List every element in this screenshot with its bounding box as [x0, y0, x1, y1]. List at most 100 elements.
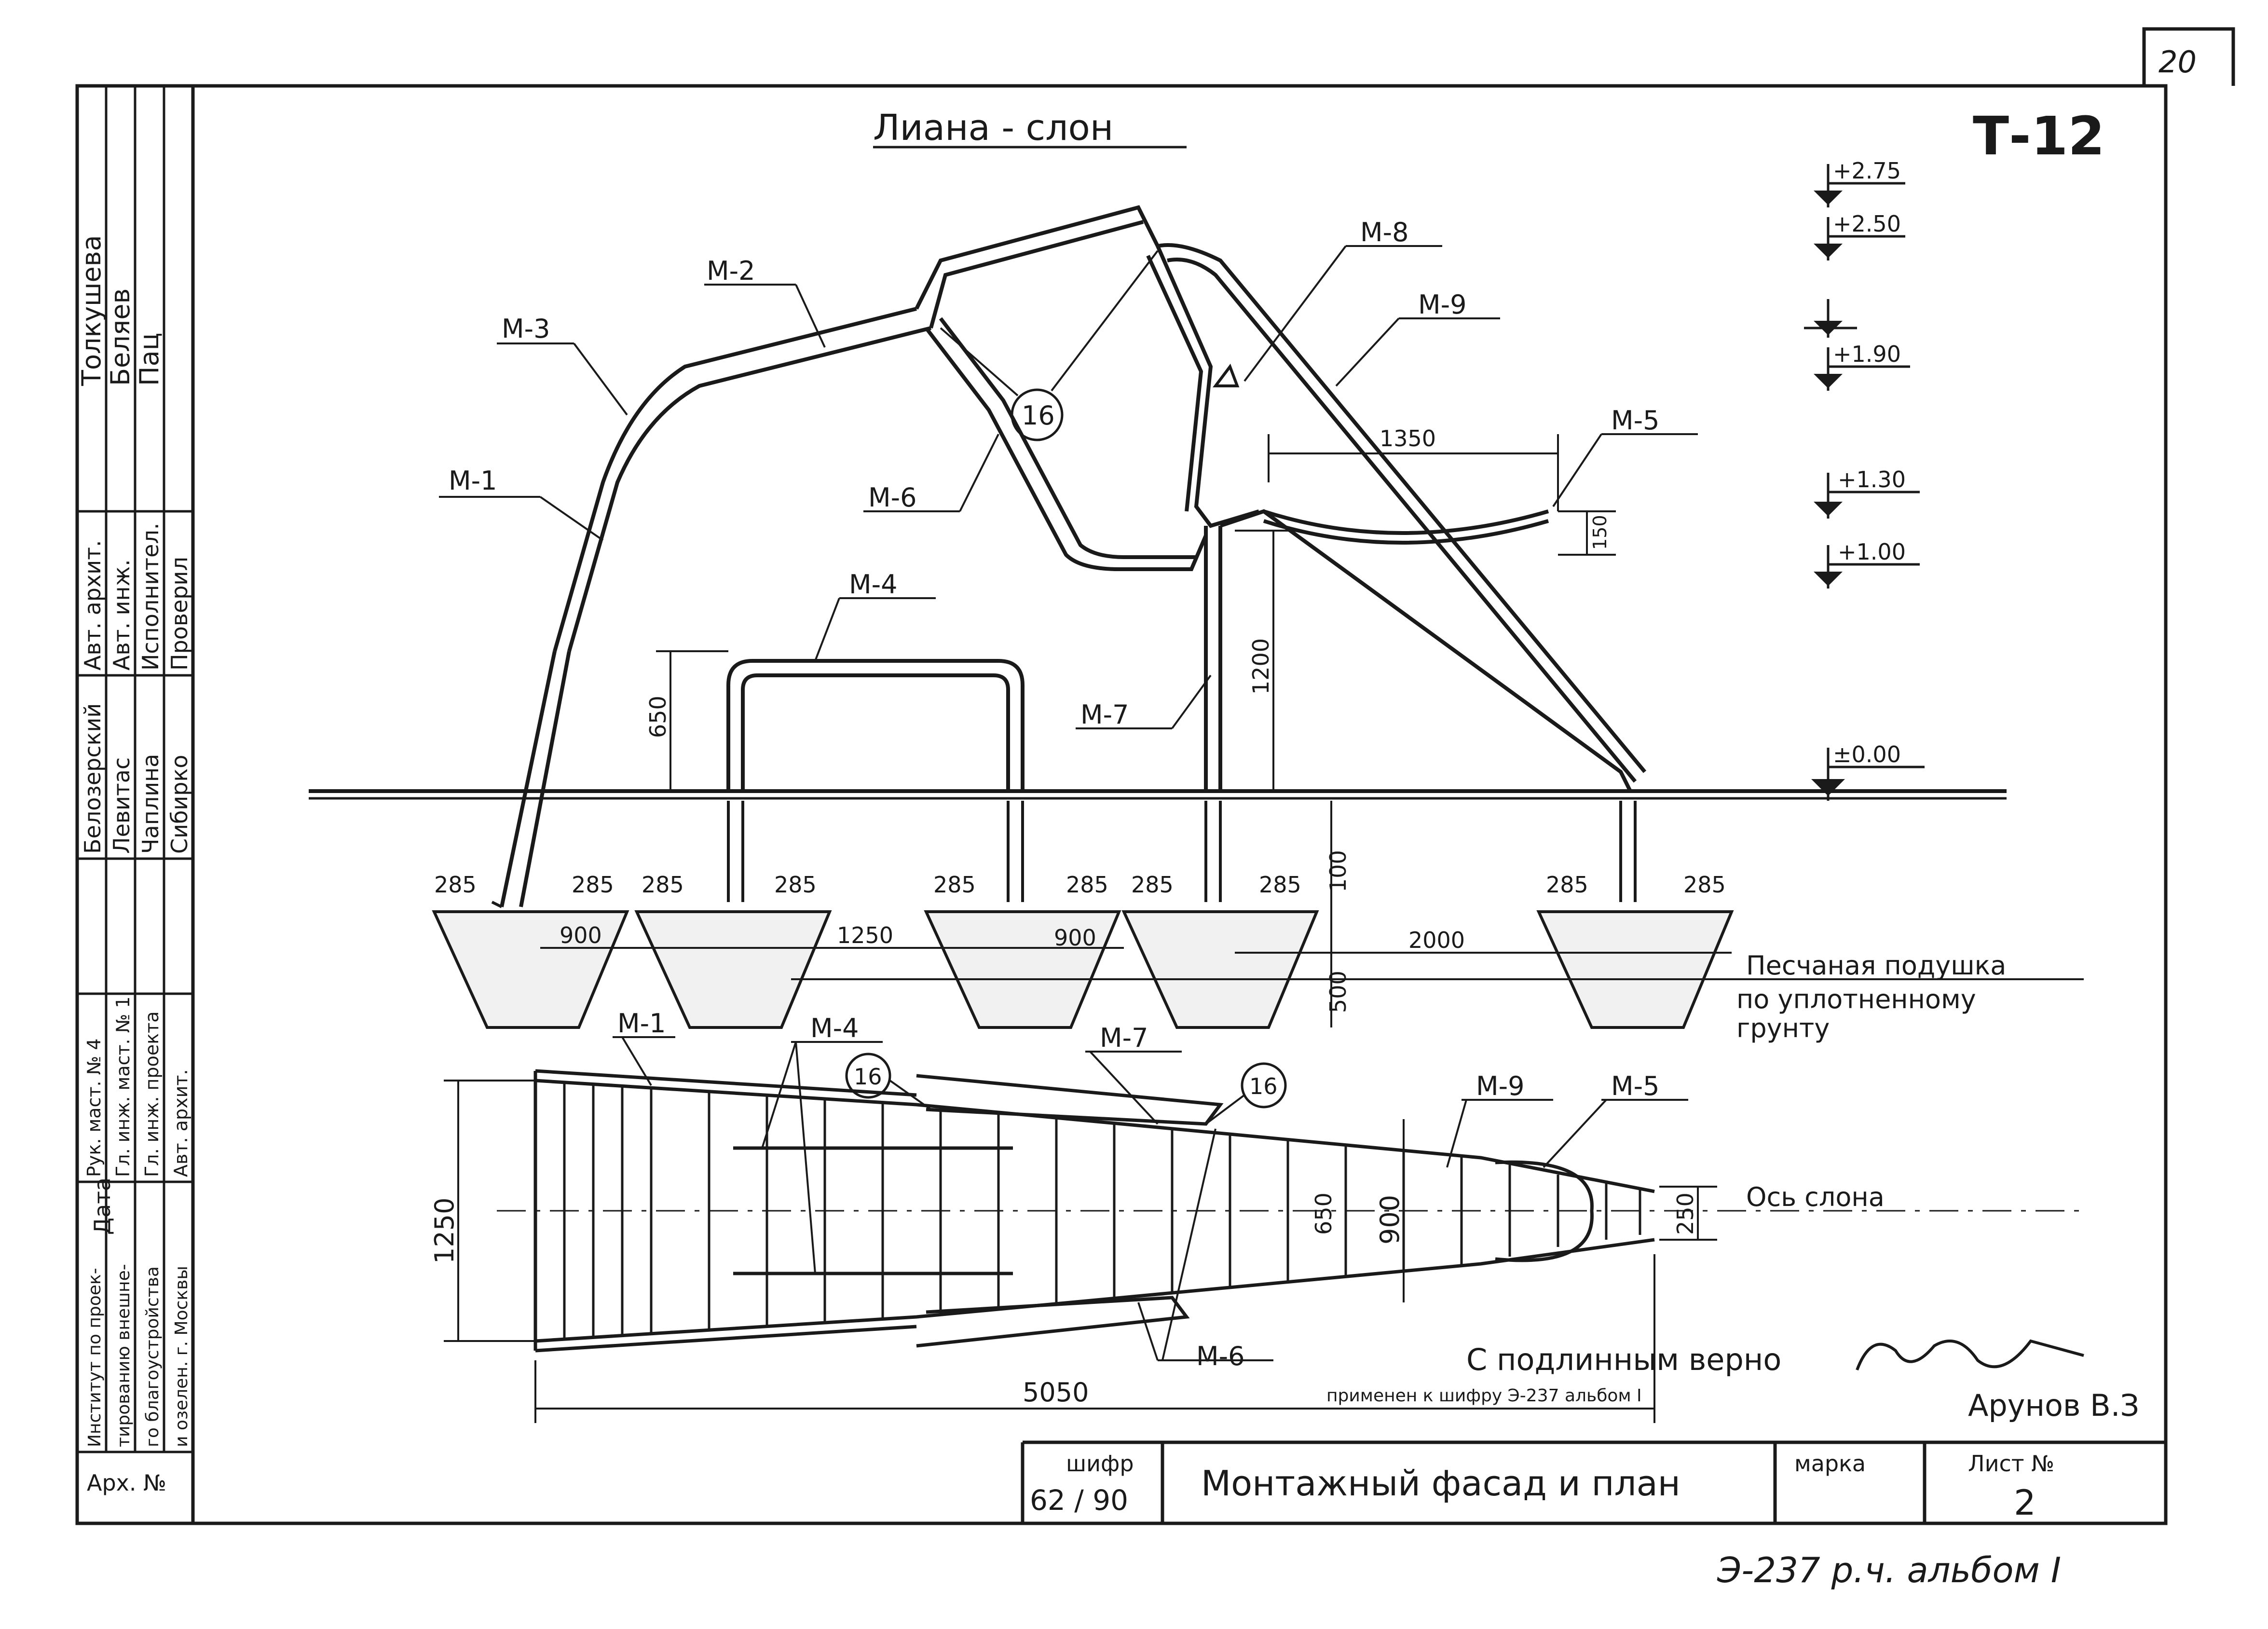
dim-1250-plan: 1250 — [429, 1198, 460, 1264]
m3-tube — [567, 326, 931, 652]
stamp-surname-2: Левитас — [109, 757, 135, 854]
list-label: Лист № — [1968, 1451, 2054, 1477]
elevation-275: +2.75 — [1814, 158, 1905, 207]
plan-label-m7: М-7 — [1100, 1023, 1148, 1053]
note-certifier: Арунов В.З — [1968, 1388, 2139, 1423]
stamp-role-3: Исполнител. — [137, 523, 164, 671]
label-m1: М-1 — [449, 465, 497, 496]
elevation-130: +1.30 — [1814, 466, 1920, 519]
stamp-institute-4: и озелен. г. Москвы — [172, 1266, 191, 1447]
dim-1200: 1200 — [1248, 638, 1274, 695]
stamp-name-1: Толкушева — [76, 235, 107, 386]
dim-100: 100 — [1325, 850, 1351, 892]
signature — [1856, 1339, 2084, 1371]
sheet-frame — [75, 27, 2235, 1525]
footing-1 — [432, 910, 629, 1029]
note-certified: С подлинным верно — [1466, 1342, 1781, 1377]
stamp-name-3: Пац — [134, 333, 164, 386]
stamp-institute-3: го благоустройства — [143, 1266, 163, 1447]
dim-500: 500 — [1325, 971, 1351, 1013]
stamp-names-row: Белозерский Левитас Чаплина Сибирко — [80, 703, 192, 854]
elevation-250-label: +2.50 — [1833, 211, 1901, 237]
dim-900-1: 900 — [560, 922, 602, 948]
dim-250: 250 — [1672, 1192, 1698, 1235]
label-m8: М-8 — [1360, 217, 1408, 247]
left-stamp — [77, 86, 193, 1453]
dim-285-3: 285 — [642, 872, 684, 898]
note-applied: применен к шифру Э-237 альбом I — [1326, 1386, 1642, 1406]
stamp-position-3: Гл. инж. проекта — [141, 1011, 163, 1177]
drawing-title: Лиана - слон — [873, 107, 1113, 149]
list-value: 2 — [2014, 1482, 2036, 1523]
dim-5050: 5050 — [1023, 1377, 1089, 1408]
footing-4 — [1121, 910, 1319, 1029]
sheet-title: Монтажный фасад и план — [1201, 1463, 1681, 1504]
plan-dimensions — [444, 1080, 1717, 1423]
note-axis: Ось слона — [1746, 1182, 1885, 1212]
stamp-position-1: Рук. маст. № 4 — [83, 1039, 105, 1177]
elevation-marks: +2.75 +2.50 +1.90 +1.30 — [1804, 158, 1925, 801]
dim-150: 150 — [1589, 515, 1611, 550]
plan-outline-top — [535, 1079, 1655, 1193]
elevation-000-label: ±0.00 — [1833, 741, 1901, 767]
m8-tube — [1156, 245, 1260, 528]
dim-285-1: 285 — [434, 872, 477, 898]
marka-label: марка — [1794, 1451, 1866, 1477]
plan-labels: М-1 М-4 16 М-7 16 М-9 М-5 М-6 — [613, 1008, 1688, 1371]
plan-node-16-a-label: 16 — [854, 1064, 882, 1090]
plan-label-m1: М-1 — [617, 1008, 666, 1039]
facade-dimensions — [656, 434, 1616, 791]
dim-285-10: 285 — [1683, 872, 1726, 898]
stamp-roles: Авт. архит. Авт. инж. Исполнител. Провер… — [80, 523, 192, 671]
plan-node-16-a — [845, 1053, 891, 1099]
dim-285-9: 285 — [1546, 872, 1588, 898]
plan-node-16-b-label: 16 — [1249, 1073, 1278, 1099]
foundation-dim-lines — [540, 801, 1732, 1027]
stamp-position-4: Авт. архит. — [170, 1069, 191, 1177]
stamp-surname-1: Белозерский — [80, 703, 106, 854]
dim-1250-facade: 1250 — [837, 922, 893, 948]
facade-view — [309, 205, 2007, 907]
title-block — [1021, 1440, 2166, 1523]
elevation-275-label: +2.75 — [1833, 158, 1901, 184]
stamp-name-2: Беляев — [105, 288, 136, 386]
foundations — [432, 801, 1734, 1029]
node-16-circle — [1011, 388, 1064, 441]
m5-tube — [1263, 509, 1549, 535]
dim-285-4: 285 — [774, 872, 817, 898]
stamp-position-2: Гл. инж. маст. № 1 — [112, 997, 134, 1177]
elevation-190-label: +1.90 — [1833, 341, 1901, 367]
elevation-190: +1.90 — [1814, 341, 1910, 391]
dim-285-5: 285 — [933, 872, 976, 898]
stamp-role-1: Авт. архит. — [80, 540, 106, 671]
stamp-arch-no: Арх. № — [87, 1470, 166, 1496]
dim-1350: 1350 — [1380, 425, 1436, 452]
shifr-label: шифр — [1066, 1451, 1134, 1477]
m6-tube — [924, 327, 1208, 571]
dim-650-plan: 650 — [1311, 1192, 1337, 1235]
facade-labels: М-2 М-3 М-1 М-6 М-4 М-7 М-8 М-9 М-5 16 — [439, 217, 1698, 730]
note-sand-2: по уплотненному — [1736, 984, 1976, 1014]
dim-2000: 2000 — [1408, 927, 1465, 953]
elevation-100: +1.00 — [1814, 539, 1920, 589]
stamp-date-label: Дата — [89, 1177, 115, 1235]
footing-5 — [1536, 910, 1734, 1029]
stamp-surname-4: Сибирко — [166, 755, 192, 854]
drawing-code: Т-12 — [1973, 105, 2105, 167]
dim-900-plan: 900 — [1375, 1195, 1405, 1245]
elevation-unlabeled — [1804, 299, 1857, 338]
plan-view — [533, 1069, 1655, 1353]
label-m5: М-5 — [1611, 405, 1659, 436]
footing-2 — [634, 910, 832, 1029]
dim-285-8: 285 — [1259, 872, 1301, 898]
plan-label-m9: М-9 — [1476, 1071, 1524, 1101]
dim-285-7: 285 — [1131, 872, 1174, 898]
note-sand-1: Песчаная подушка — [1746, 950, 2006, 981]
node-16-label: 16 — [1022, 400, 1055, 431]
stamp-role-4: Проверил — [166, 557, 192, 671]
stamp-names-top: Толкушева Беляев Пац — [76, 235, 164, 386]
elevation-250: +2.50 — [1814, 211, 1905, 260]
stamp-institute-2: тированию внешне- — [114, 1264, 134, 1447]
plan-label-m4: М-4 — [810, 1013, 859, 1043]
